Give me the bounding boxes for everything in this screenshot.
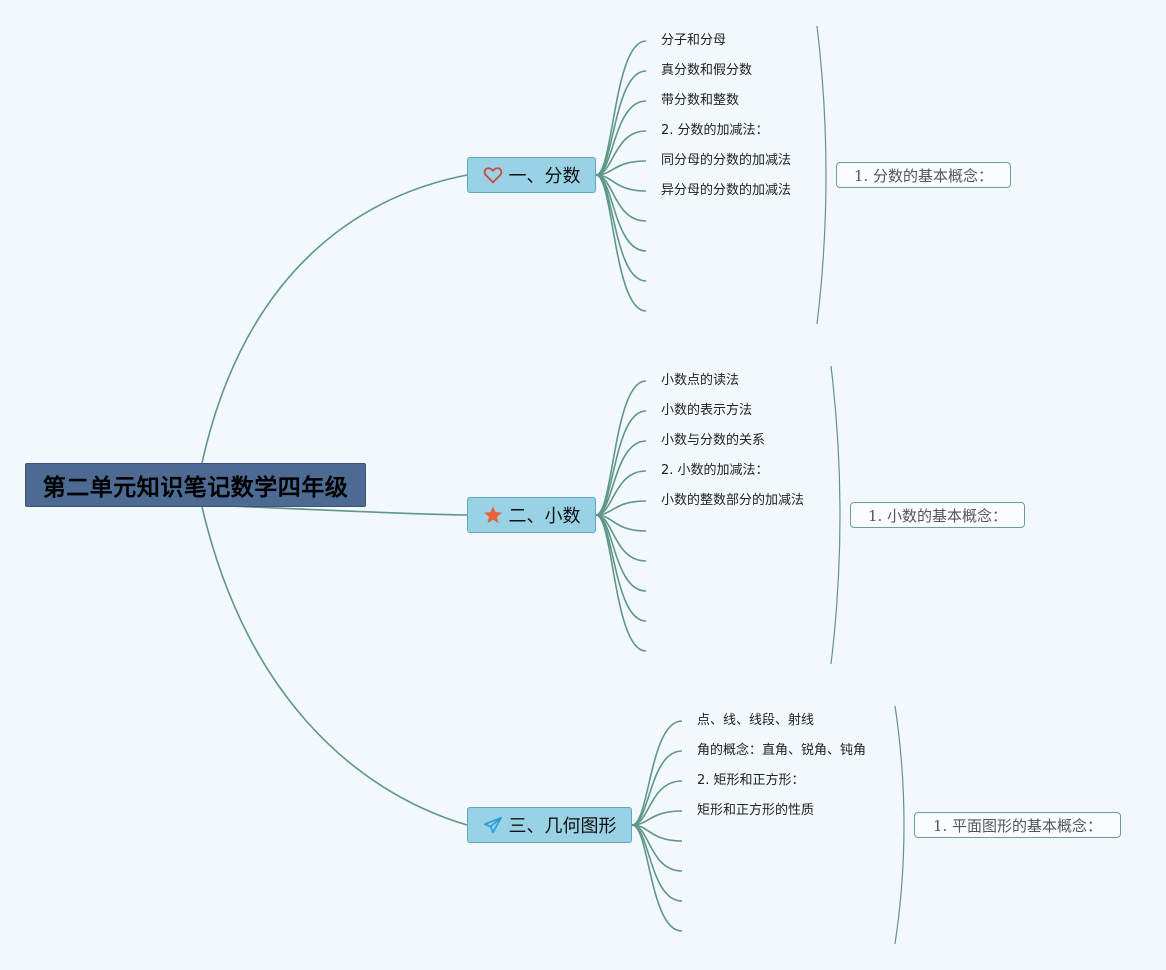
leaf-item[interactable]: 分子和分母 — [661, 33, 727, 48]
leaf-item[interactable]: 角的概念：直角、锐角、钝角 — [697, 743, 867, 758]
leaf-item[interactable]: 小数的表示方法 — [661, 403, 753, 418]
branch-geometry[interactable]: 三、几何图形 — [467, 807, 632, 843]
leaf-item[interactable]: 同分母的分数的加减法 — [661, 153, 792, 168]
leaf-connector — [595, 410, 647, 516]
leaf-connector — [631, 750, 683, 826]
root-title: 第二单元知识笔记数学四年级 — [42, 475, 349, 501]
summary-box[interactable]: 1. 分数的基本概念： — [836, 162, 1011, 188]
leaf-item[interactable]: 小数与分数的关系 — [661, 433, 766, 448]
summary-label: 1. 平面图形的基本概念： — [932, 816, 1103, 835]
branch-decimals[interactable]: 二、小数 — [467, 497, 596, 533]
summary-brace — [816, 25, 827, 325]
leaf-item[interactable]: 小数的整数部分的加减法 — [661, 493, 805, 508]
leaf-connector — [595, 100, 647, 176]
summary-brace — [830, 365, 841, 665]
summary-label: 1. 小数的基本概念： — [867, 506, 1008, 525]
leaf-item[interactable]: 2. 分数的加减法： — [661, 123, 769, 138]
root-branch-connector — [201, 174, 468, 464]
leaf-item[interactable]: 2. 小数的加减法： — [661, 463, 769, 478]
paper-plane-icon — [483, 816, 503, 834]
branch-fractions[interactable]: 一、分数 — [467, 157, 596, 193]
leaf-connector — [595, 440, 647, 516]
leaf-item[interactable]: 2. 矩形和正方形： — [697, 773, 805, 788]
heart-icon — [483, 166, 503, 184]
branch-label: 三、几何图形 — [508, 816, 617, 837]
summary-label: 1. 分数的基本概念： — [853, 166, 994, 185]
leaf-item[interactable]: 矩形和正方形的性质 — [697, 803, 815, 818]
leaf-item[interactable]: 带分数和整数 — [661, 93, 740, 108]
leaf-item[interactable]: 点、线、线段、射线 — [697, 713, 815, 728]
root-branch-connector — [201, 506, 468, 826]
leaf-connector — [595, 380, 647, 516]
leaf-connector — [595, 514, 647, 652]
leaf-item[interactable]: 异分母的分数的加减法 — [661, 183, 792, 198]
leaf-item[interactable]: 真分数和假分数 — [661, 63, 753, 78]
star-icon — [483, 505, 503, 525]
branch-label: 二、小数 — [508, 506, 581, 527]
leaf-connector — [595, 174, 647, 312]
leaf-connector — [595, 70, 647, 176]
leaf-item[interactable]: 小数点的读法 — [661, 373, 740, 388]
root-topic[interactable]: 第二单元知识笔记数学四年级 — [25, 463, 366, 507]
leaf-connector — [631, 824, 683, 932]
summary-box[interactable]: 1. 小数的基本概念： — [850, 502, 1025, 528]
leaf-connector — [631, 720, 683, 826]
branch-label: 一、分数 — [508, 166, 581, 187]
summary-box[interactable]: 1. 平面图形的基本概念： — [914, 812, 1121, 838]
summary-brace — [894, 705, 905, 945]
leaf-connector — [595, 40, 647, 176]
